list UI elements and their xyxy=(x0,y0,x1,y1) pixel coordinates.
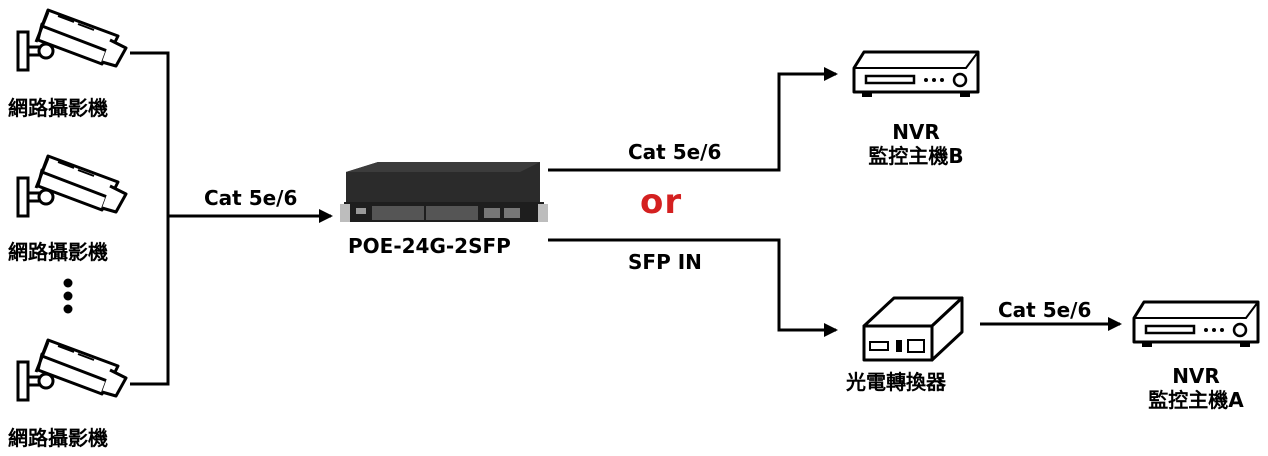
or-separator: or xyxy=(640,182,683,222)
nvr-a-label: NVR 監控主機A xyxy=(1126,364,1266,412)
nvr-b-label: NVR 監控主機B xyxy=(846,120,986,168)
switch-to-converter-arrow xyxy=(548,238,838,337)
cable-label-sfp-in: SFP IN xyxy=(628,250,702,274)
cable-label-camera-switch: Cat 5e/6 xyxy=(204,186,298,210)
camera-icon xyxy=(16,8,128,72)
ellipsis-dot xyxy=(63,278,73,288)
camera-icon xyxy=(16,154,128,218)
nvr-a-icon xyxy=(1132,300,1260,349)
ellipsis-dot xyxy=(63,304,73,314)
switch-to-nvr-b-arrow xyxy=(548,67,838,172)
nvr-b-title: NVR xyxy=(892,120,940,144)
nvr-b-icon xyxy=(852,50,980,99)
camera-bracket-line xyxy=(130,51,170,386)
switch-model-label: POE-24G-2SFP xyxy=(348,234,511,258)
cable-label-converter-nvr-a: Cat 5e/6 xyxy=(998,298,1092,322)
camera-icon xyxy=(16,338,128,402)
ellipsis-dot xyxy=(63,291,73,301)
camera-label: 網路攝影機 xyxy=(8,426,108,450)
media-converter-icon xyxy=(862,296,964,362)
cable-label-switch-nvr-b: Cat 5e/6 xyxy=(628,140,722,164)
nvr-a-subtitle: 監控主機A xyxy=(1148,388,1244,412)
nvr-a-title: NVR xyxy=(1172,364,1220,388)
poe-switch-icon xyxy=(340,162,548,222)
nvr-b-subtitle: 監控主機B xyxy=(868,144,964,168)
converter-label: 光電轉換器 xyxy=(846,370,946,394)
camera-label: 網路攝影機 xyxy=(8,96,108,120)
camera-label: 網路攝影機 xyxy=(8,240,108,264)
